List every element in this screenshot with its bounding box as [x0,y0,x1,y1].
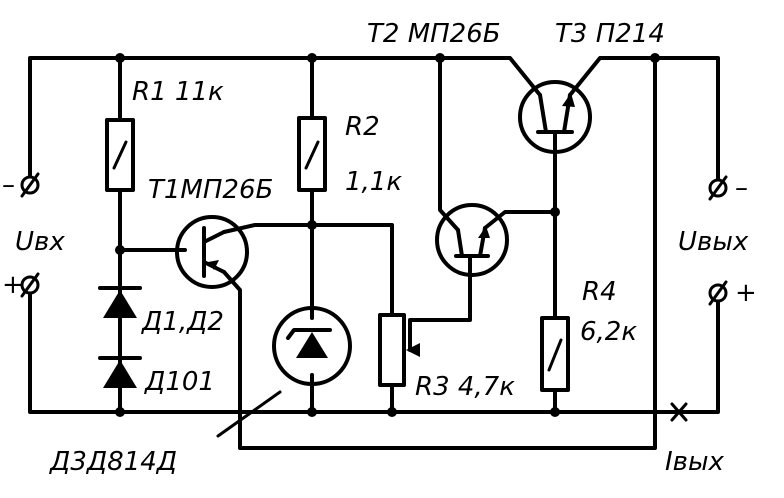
label-plus-out: + [735,278,757,308]
transistor-t2 [435,203,509,277]
junction-dots [115,53,660,417]
label-iout: Iвых [665,447,725,477]
label-r4: R4 [582,277,617,307]
current-measure-point [670,402,688,422]
resistor-r3 [378,313,420,387]
label-minus-out: – [735,173,748,203]
label-t3: Т3 П214 [555,19,665,49]
label-r4-value: 6,2к [580,317,637,347]
label-t2: Т2 МП26Б [367,19,501,49]
output-terminals [708,175,728,306]
label-d1d2: Д1,Д2 [141,307,224,337]
zener-d3 [216,306,352,438]
transistor-t1 [175,215,249,289]
label-uin: Uвх [15,227,65,257]
label-uout: Uвых [678,227,749,257]
diode-d1 [98,286,142,318]
diode-d2 [98,356,142,388]
label-r1: R1 11к [132,77,224,107]
label-r2: R2 [345,112,380,142]
label-r3: R3 4,7к [415,372,515,402]
resistor-r2 [297,116,327,192]
resistor-r1 [105,118,135,192]
input-terminals [20,172,40,298]
label-d101: Д101 [144,367,215,397]
label-plus-in: + [2,270,24,300]
label-d3: Д3Д814Д [49,447,177,477]
label-minus-in: – [2,170,15,200]
transistor-t3 [518,80,592,154]
bottom-rail [28,293,720,414]
label-t1: Т1МП26Б [148,175,273,205]
t1-collector-line [222,56,657,450]
resistor-r4 [540,316,570,392]
label-r2-value: 1,1к [345,167,402,197]
t2-wiring [408,56,557,352]
